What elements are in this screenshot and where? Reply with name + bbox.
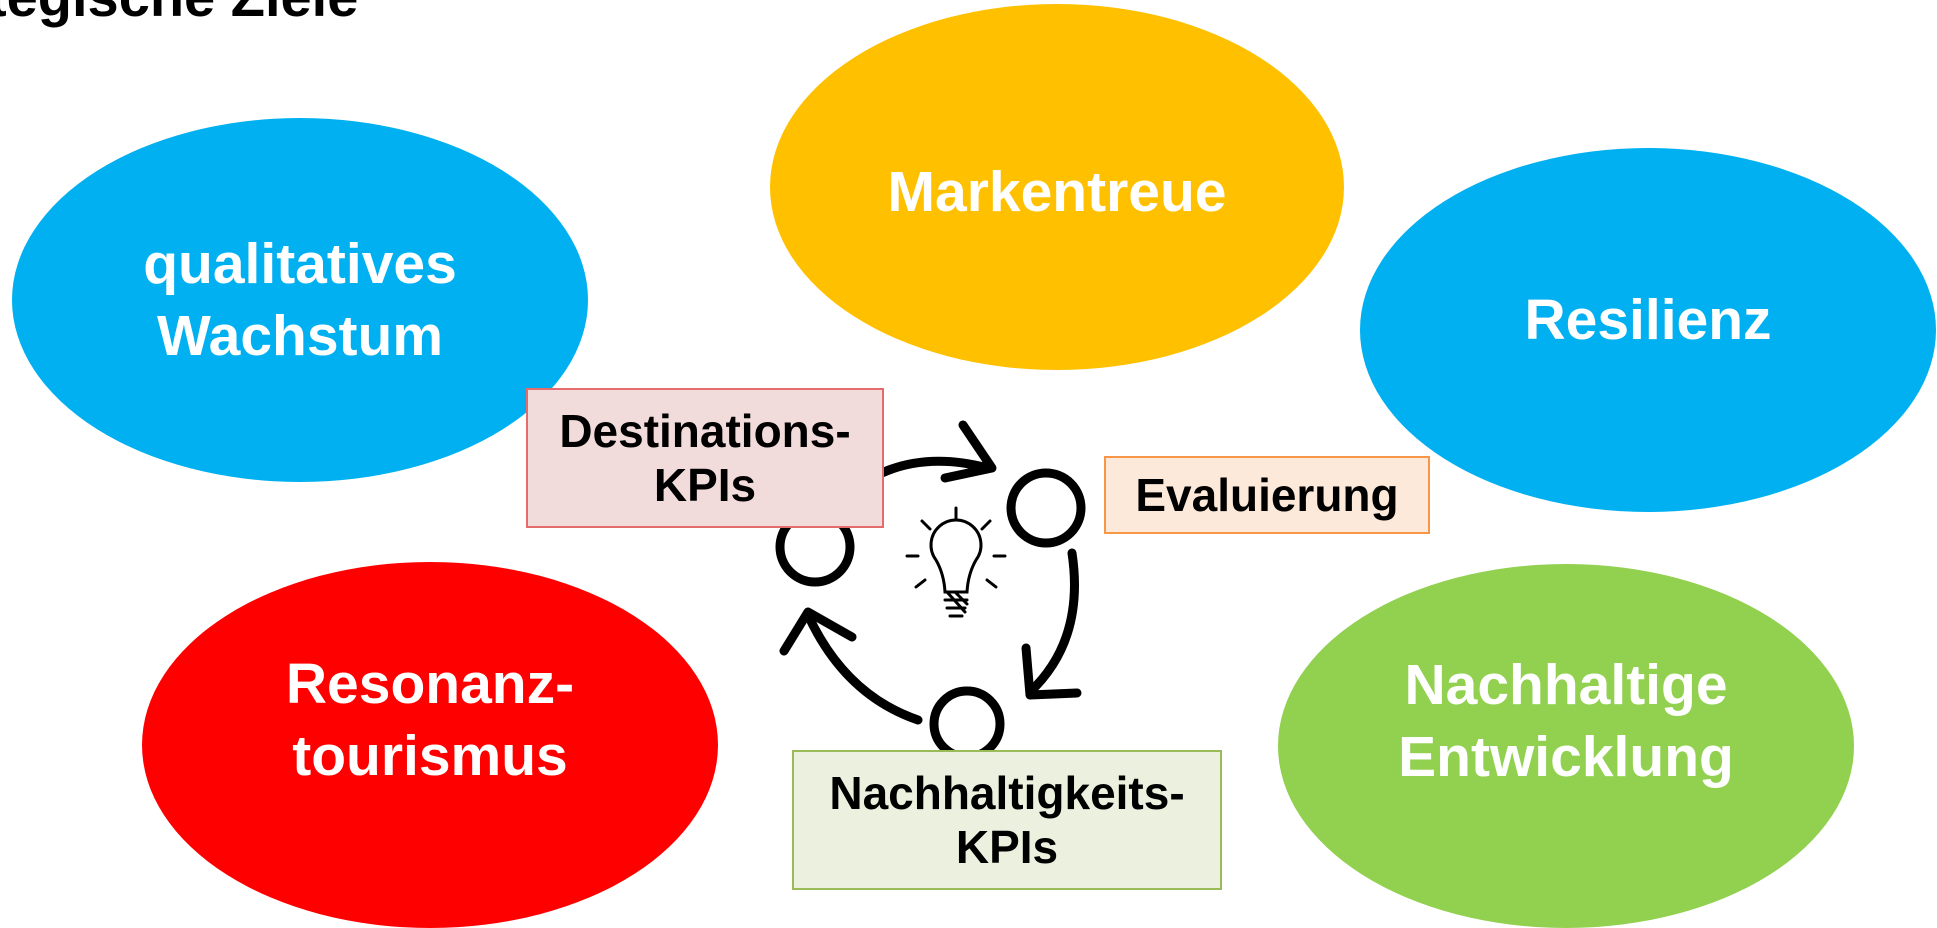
cycle-node-right <box>1006 468 1086 548</box>
cycle-arrow-top-head <box>940 420 997 483</box>
cycle-arrow-bottom-head <box>779 607 857 656</box>
page-title: tegische Ziele <box>0 0 358 29</box>
goal-label: Nachhaltige Entwicklung <box>1398 653 1734 789</box>
cycle-arrow-bottom <box>803 610 923 725</box>
lightbulb-icon <box>905 506 1007 618</box>
cycle-node-bottom <box>929 686 1005 762</box>
cycle-arrow-right <box>1025 548 1079 697</box>
evaluation-box: Evaluierung <box>1104 456 1430 534</box>
destination-kpis-box: Destinations- KPIs <box>526 388 884 528</box>
goal-resonance-tourism: Resonanz- tourismus <box>142 562 718 928</box>
goal-label: Markentreue <box>887 160 1227 224</box>
goal-label: Resilienz <box>1524 288 1772 352</box>
goal-qualitative-growth: qualitatives Wachstum <box>12 118 588 482</box>
cycle-arrow-right-head <box>1021 643 1082 700</box>
goal-brand-loyalty: Markentreue <box>770 4 1344 370</box>
goal-label: Resonanz- tourismus <box>285 652 575 788</box>
sustainability-kpis-box: Nachhaltigkeits- KPIs <box>792 750 1222 890</box>
goal-resilience: Resilienz <box>1360 148 1936 512</box>
goal-sustainable-development: Nachhaltige Entwicklung <box>1278 564 1854 928</box>
goal-label: qualitatives Wachstum <box>143 232 457 368</box>
